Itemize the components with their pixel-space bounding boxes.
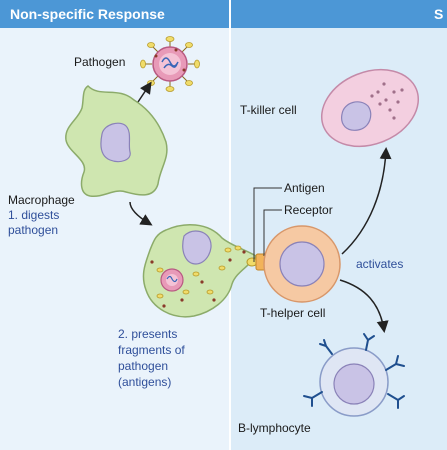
step2-line1: 2. presents xyxy=(118,327,178,341)
t-helper-cell xyxy=(263,225,341,303)
t-killer-cell xyxy=(320,68,420,148)
receptor-label: Receptor xyxy=(284,203,333,217)
t-helper-label: T-helper cell xyxy=(260,306,326,320)
header-non-specific: Non-specific Response xyxy=(0,0,229,28)
activates-label: activates xyxy=(356,257,404,271)
arrow-to-presenting xyxy=(129,201,153,226)
receptor-pointer xyxy=(263,209,282,256)
macrophage-label: Macrophage xyxy=(8,193,75,207)
arrow-to-pathogen xyxy=(137,81,152,103)
step1-line1: 1. digests xyxy=(8,208,60,222)
t-killer-label: T-killer cell xyxy=(240,103,297,117)
b-lymphocyte-label: B-lymphocyte xyxy=(238,421,311,435)
arrow-to-t-killer xyxy=(341,147,392,255)
macrophage-cell xyxy=(65,85,168,197)
b-lymphocyte-cell xyxy=(303,333,405,417)
arrow-to-b-lymphocyte xyxy=(339,279,389,333)
header-specific: S xyxy=(231,0,447,28)
antigen-pointer xyxy=(253,187,282,262)
pathogen-label: Pathogen xyxy=(74,55,126,69)
antigen-label: Antigen xyxy=(284,181,325,195)
presenting-macrophage-cell xyxy=(142,224,258,318)
step1-line2: pathogen xyxy=(8,223,59,237)
step2-line3: pathogen xyxy=(118,359,169,373)
step2-line4: (antigens) xyxy=(118,375,172,389)
pathogen-icon xyxy=(140,36,200,92)
step2-line2: fragments of xyxy=(118,343,185,357)
